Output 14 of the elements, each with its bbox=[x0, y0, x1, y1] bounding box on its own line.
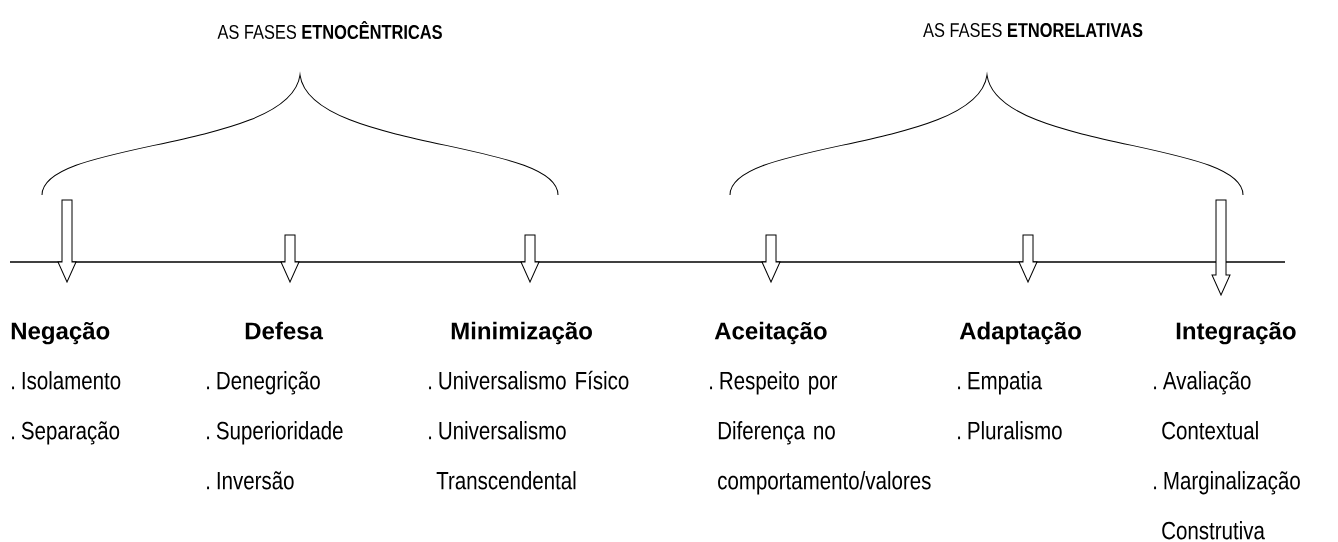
stage-text: Negação . Isolamento . Separação bbox=[11, 321, 121, 445]
arrow bbox=[1018, 234, 1038, 283]
heading: AS FASES ETNOCÊNTRICAS bbox=[217, 20, 442, 40]
arrow bbox=[520, 234, 540, 283]
stage-text: Minimização . Universalismo Físico . Universalismo Transcendental bbox=[429, 321, 629, 490]
heading: AS FASES ETNORELATIVAS bbox=[923, 22, 1143, 38]
arrow bbox=[57, 199, 77, 283]
arrow bbox=[280, 234, 300, 283]
arrow bbox=[761, 234, 781, 283]
stage-text: Integração . Avaliação Contextual . Marginalização Construtiva bbox=[1154, 321, 1300, 540]
stage-text: Adaptação . Empatia . Pluralismo bbox=[958, 321, 1081, 440]
stage-text: Defesa . Denegrição . Superioridade . Inversão bbox=[207, 321, 343, 490]
stage-text: Aceitação . Respeito por Diferença no comportamento/valores bbox=[710, 321, 931, 495]
arrow bbox=[1211, 199, 1231, 296]
